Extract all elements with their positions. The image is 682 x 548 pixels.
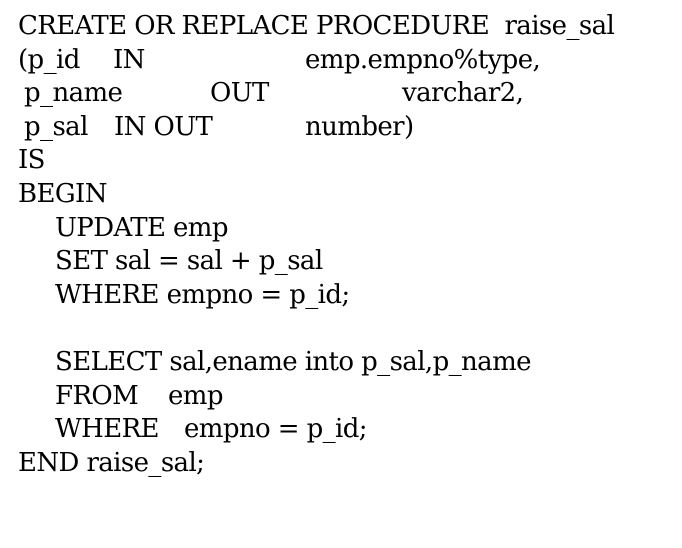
- code-line: BEGIN: [18, 178, 107, 212]
- code-text: IN: [113, 44, 145, 75]
- blank-line: [18, 312, 49, 346]
- code-line: (p_id IN emp.empno%type,: [18, 44, 541, 78]
- code-line: FROM emp: [18, 380, 223, 414]
- code-line: p_sal IN OUT number): [18, 111, 414, 145]
- code-line: SELECT sal,ename into p_sal,p_name: [18, 346, 532, 380]
- code-text: number): [305, 111, 414, 142]
- code-line: SET sal = sal + p_sal: [18, 245, 323, 279]
- code-text: p_name: [24, 78, 123, 109]
- code-text: OUT: [210, 78, 269, 109]
- code-line: WHERE empno = p_id;: [18, 413, 368, 447]
- code-text: END raise_sal;: [18, 447, 205, 478]
- code-text: UPDATE emp: [55, 212, 228, 243]
- code-text: IN OUT: [114, 111, 213, 142]
- code-text: FROM: [55, 380, 139, 411]
- code-text: p_sal: [24, 111, 88, 142]
- code-block: CREATE OR REPLACE PROCEDURE raise_sal (p…: [18, 10, 615, 481]
- code-text: IS: [18, 145, 45, 176]
- code-line: END raise_sal;: [18, 447, 205, 481]
- code-text: varchar2,: [402, 78, 524, 109]
- code-line: IS: [18, 144, 49, 178]
- code-line: UPDATE emp: [18, 212, 228, 246]
- code-line: p_name OUT varchar2,: [18, 77, 524, 111]
- code-text: SELECT sal,ename into p_sal,p_name: [55, 346, 532, 377]
- code-text: emp: [168, 380, 223, 411]
- code-line: WHERE empno = p_id;: [18, 279, 350, 313]
- code-text: CREATE OR REPLACE PROCEDURE raise_sal: [18, 11, 615, 41]
- code-text: (p_id: [18, 44, 80, 75]
- code-text: BEGIN: [18, 178, 107, 209]
- code-text: WHERE: [55, 414, 160, 445]
- code-line: CREATE OR REPLACE PROCEDURE raise_sal: [18, 10, 615, 44]
- code-text: SET sal = sal + p_sal: [55, 246, 323, 277]
- code-text: WHERE empno = p_id;: [55, 279, 350, 310]
- code-text: emp.empno%type,: [305, 44, 541, 75]
- code-text: empno = p_id;: [184, 414, 368, 445]
